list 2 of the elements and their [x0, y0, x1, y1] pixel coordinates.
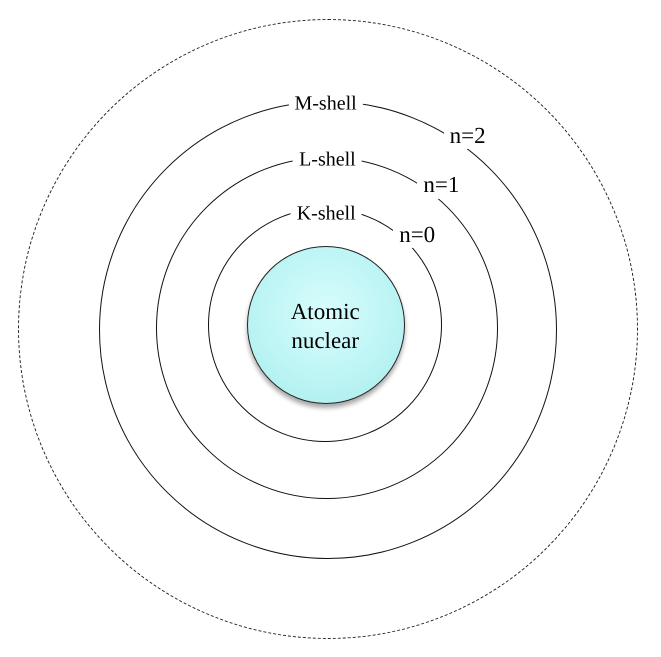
- outer-boundary-ring: [18, 19, 638, 639]
- nucleus-label: Atomic nuclear: [290, 298, 361, 355]
